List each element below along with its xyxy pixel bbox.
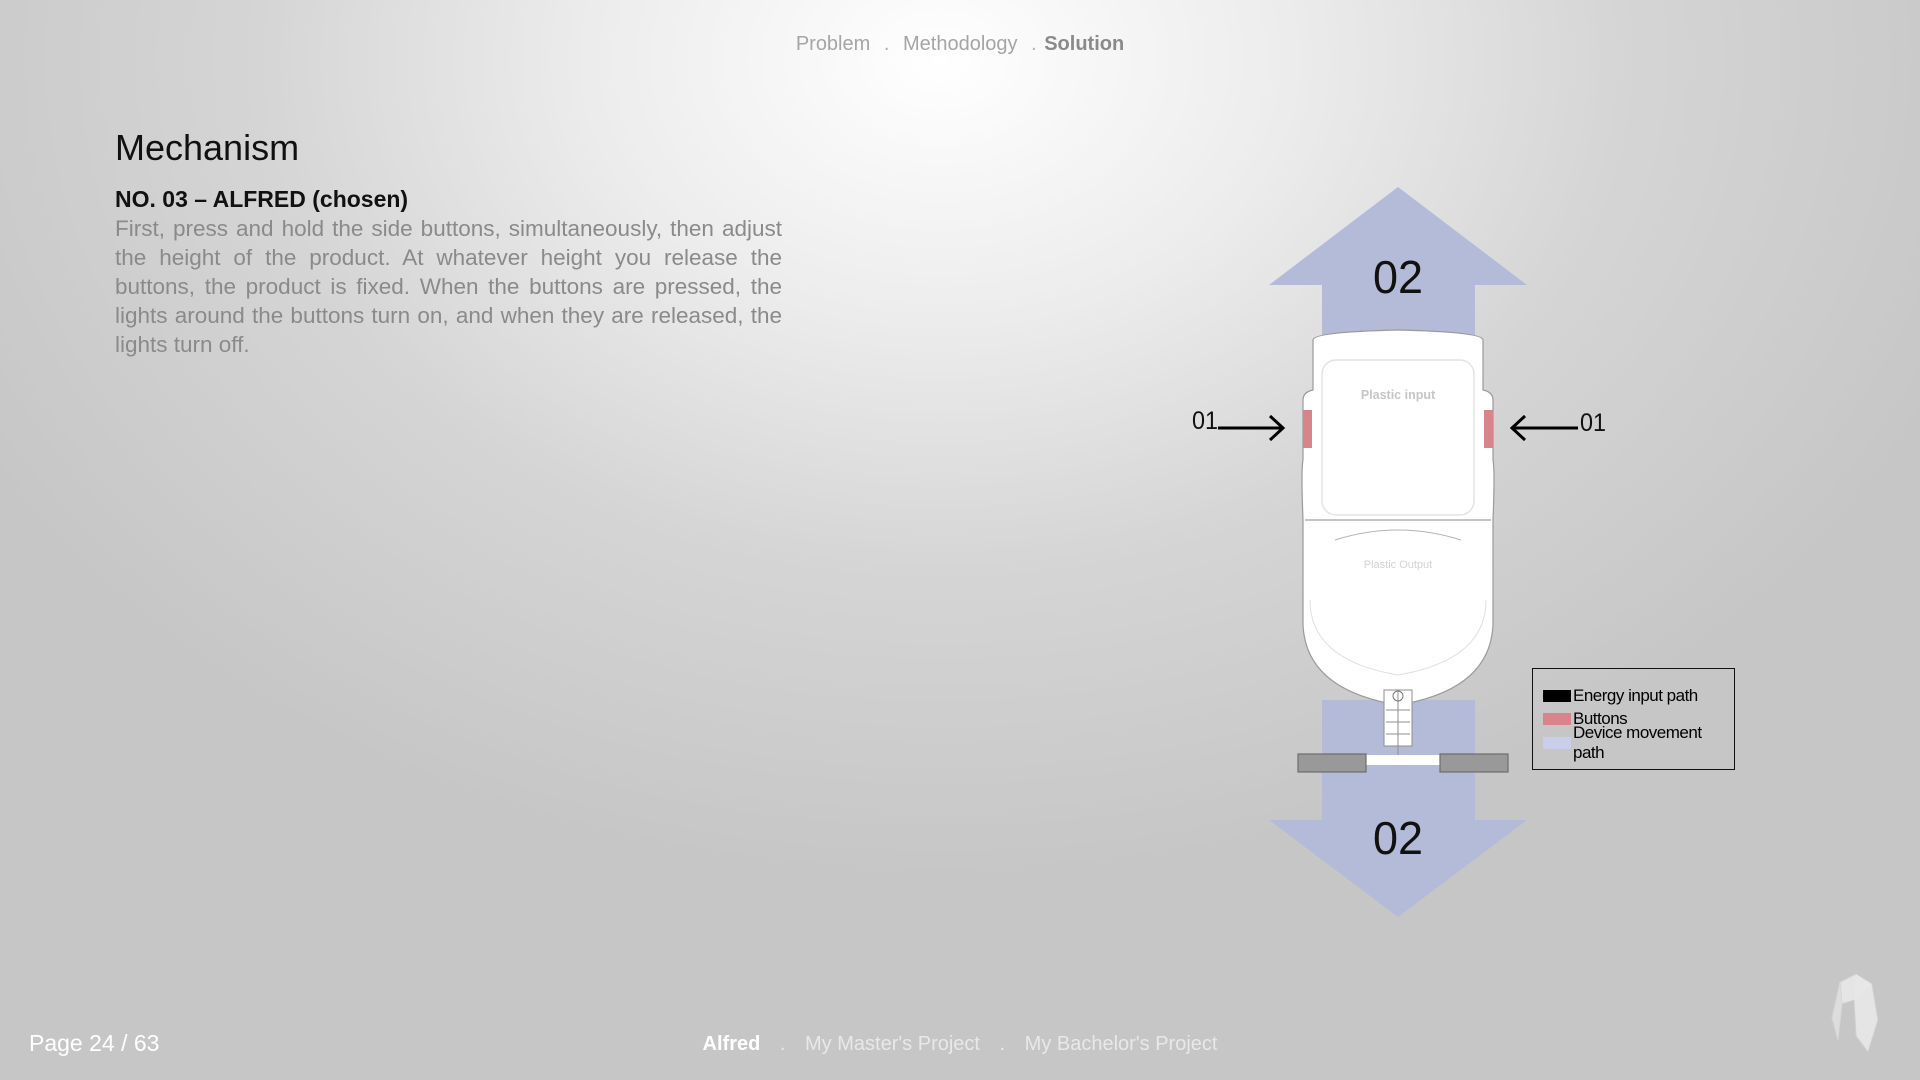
top-nav: Problem . Methodology . Solution (0, 33, 1920, 56)
bottom-nav: Alfred . My Master's Project . My Bachel… (0, 1033, 1920, 1056)
footer-separator: . (779, 1033, 786, 1055)
device-lower-label: Plastic Output (1364, 559, 1432, 571)
energy-arrow-right (1509, 414, 1578, 442)
university-logo-icon (1831, 973, 1879, 1054)
legend-swatch-energy (1543, 689, 1571, 702)
left-side-button (1303, 410, 1312, 448)
arrow-label-bottom: 02 (1373, 812, 1423, 864)
nav-separator: . (883, 33, 890, 55)
energy-arrow-left (1218, 414, 1286, 442)
concept-subtitle: NO. 03 – ALFRED (chosen) (115, 186, 409, 212)
right-side-button (1484, 410, 1493, 448)
footer-separator: . (999, 1033, 1006, 1055)
movement-arrow-up (1269, 187, 1527, 360)
footer-link-bachelors-project[interactable]: My Bachelor's Project (1024, 1033, 1218, 1055)
device-illustration (1297, 329, 1509, 773)
legend-swatch-movement (1543, 736, 1571, 749)
arrow-label-top: 02 (1373, 251, 1423, 303)
page-title: Mechanism (115, 127, 300, 168)
nav-solution[interactable]: Solution (1044, 33, 1125, 55)
nav-methodology[interactable]: Methodology (902, 33, 1018, 55)
footer-link-alfred[interactable]: Alfred (702, 1033, 761, 1055)
legend-item: Device movement path (1543, 723, 1734, 762)
page-counter: Page 24 / 63 (29, 1030, 160, 1056)
legend-label-buttons: Buttons (1573, 709, 1628, 729)
input-label-left: 01 (1192, 407, 1218, 435)
footer-link-masters-project[interactable]: My Master's Project (805, 1033, 980, 1055)
legend-label-energy: Energy input path (1573, 685, 1698, 705)
diagram-legend: Energy input path Buttons Device movemen… (1532, 668, 1735, 770)
legend-swatch-buttons (1543, 713, 1571, 726)
nav-problem[interactable]: Problem (795, 33, 871, 55)
input-label-right: 01 (1580, 409, 1606, 437)
mechanism-description: First, press and hold the side buttons, … (115, 216, 782, 357)
mechanism-diagram: Plastic input Plastic Output 02 02 01 01 (1192, 187, 1606, 917)
legend-item: Buttons (1543, 708, 1734, 732)
device-upper-label: Plastic input (1361, 388, 1436, 402)
nav-separator: . (1031, 33, 1037, 55)
legend-label-movement: Device movement path (1573, 722, 1702, 762)
legend-item: Energy input path (1543, 684, 1734, 708)
